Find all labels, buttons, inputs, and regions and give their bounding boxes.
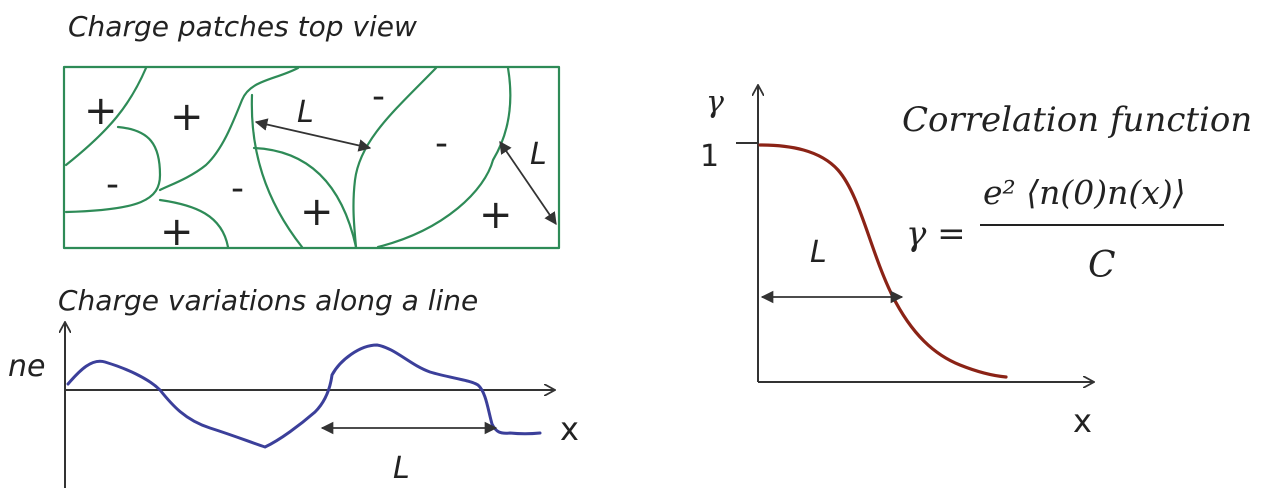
charge-sign-negative: -: [435, 123, 448, 164]
correlation-formula: γ = e² ⟨n(0)n(x)⟩ C: [906, 173, 1224, 286]
right-panel-title: Correlation function: [902, 100, 1252, 140]
y-axis-label: γ: [706, 85, 724, 120]
charge-patches-box: + + - - - - + + + L L: [62, 65, 561, 255]
formula-denominator: C: [1088, 245, 1116, 286]
correlation-length-label: L: [810, 235, 827, 270]
correlation-curve: [758, 143, 1008, 379]
correlation-plot: γ 1 x L: [700, 85, 1094, 440]
formula-numerator: e² ⟨n(0)n(x)⟩: [983, 173, 1186, 212]
bottom-panel-title: Charge variations along a line: [58, 284, 478, 317]
patch-size-arrow: [499, 140, 557, 226]
charge-sign-negative: -: [106, 164, 119, 205]
patch-boundary: [64, 125, 162, 214]
y-axis-label: ne: [8, 349, 45, 384]
y-tick-label: 1: [700, 139, 719, 174]
patch-boundary: [64, 66, 148, 167]
formula-lhs: γ =: [906, 214, 966, 254]
patch-size-label: L: [297, 95, 314, 130]
patch-boundary: [376, 66, 512, 249]
charge-sign-negative: -: [372, 76, 385, 117]
charge-sign-positive: +: [160, 209, 194, 255]
patch-boundary: [352, 66, 438, 249]
charge-sign-positive: +: [84, 88, 118, 134]
x-axis-label: x: [560, 410, 579, 448]
charge-sign-positive: +: [479, 192, 513, 238]
x-axis-label: x: [1073, 402, 1092, 440]
patch-size-label: L: [530, 137, 547, 172]
patch-size-arrow: [254, 118, 372, 152]
patch-boundary: [158, 198, 230, 249]
charge-sign-negative: -: [231, 168, 244, 209]
top-panel-title: Charge patches top view: [68, 10, 417, 43]
charge-density-curve: [66, 343, 542, 449]
charge-sign-positive: +: [300, 189, 334, 235]
patch-boundary: [158, 66, 300, 192]
wavelength-label: L: [393, 451, 410, 486]
patch-boundary: [250, 93, 304, 249]
charge-sign-positive: +: [170, 94, 204, 140]
charge-variation-plot: ne x L: [8, 322, 579, 488]
patch-frame: [62, 65, 561, 250]
